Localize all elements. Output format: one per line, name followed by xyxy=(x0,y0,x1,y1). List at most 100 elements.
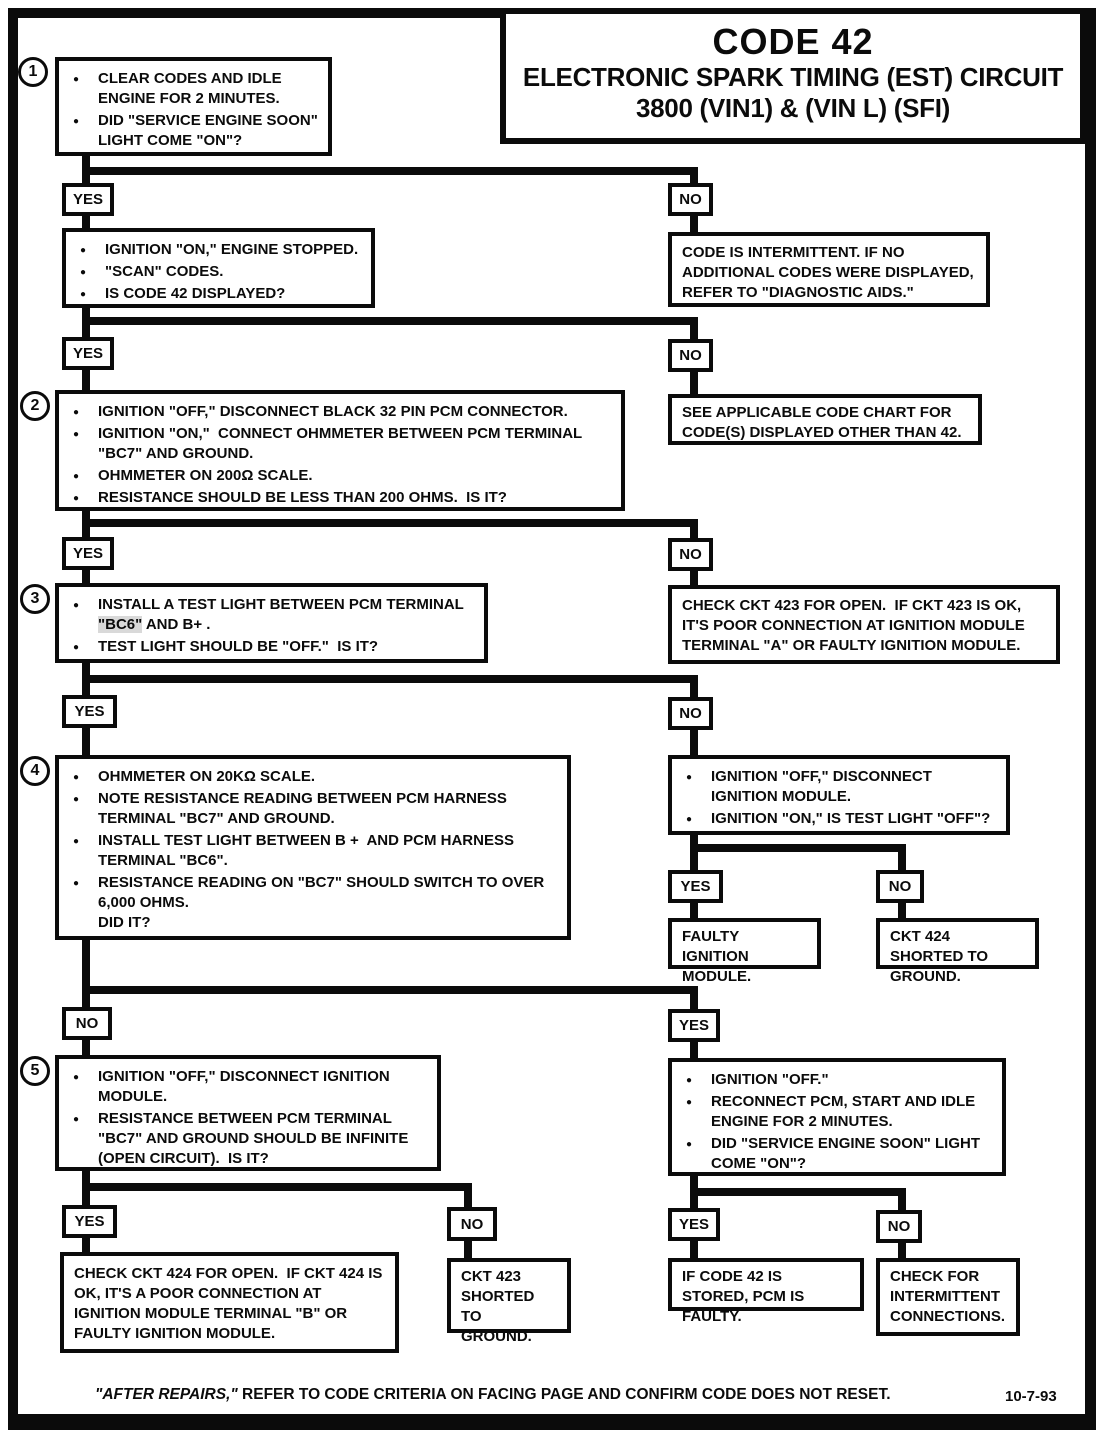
bullet-icon: ● xyxy=(73,1113,80,1125)
bullet-item: ●IGNITION "ON," IS TEST LIGHT "OFF"? xyxy=(686,809,991,827)
bullet-icon: ● xyxy=(80,266,87,278)
check-intermittent-box: CHECK FOR INTERMITTENT CONNECTIONS. xyxy=(876,1258,1020,1336)
bullet-item: ●IS CODE 42 DISPLAYED? xyxy=(80,284,286,302)
bullet-item: ●RESISTANCE READING ON "BC7" SHOULD SWIT… xyxy=(73,873,545,931)
reconnect-pcm-box: ●IGNITION "OFF." ●RECONNECT PCM, START A… xyxy=(668,1058,1006,1176)
bullet-icon: ● xyxy=(73,641,80,653)
decision-yes-7: YES xyxy=(668,1208,720,1241)
connector xyxy=(82,1038,90,1057)
page-subtitle-2: 3800 (VIN1) & (VIN L) (SFI) xyxy=(635,92,951,123)
bullet-item: ●IGNITION "OFF," DISCONNECT IGNITION MOD… xyxy=(686,768,937,805)
bullet-item: ●IGNITION "ON," ENGINE STOPPED. xyxy=(80,241,359,258)
connector xyxy=(898,1188,906,1212)
bullet-icon: ● xyxy=(73,835,80,847)
bullet-icon: ● xyxy=(73,428,80,440)
connector xyxy=(690,844,698,872)
step3-text: INSTALL A TEST LIGHT BETWEEN PCM TERMINA… xyxy=(98,596,468,613)
after-repairs-italic: "AFTER REPAIRS," xyxy=(95,1386,238,1403)
bullet-item: ●RESISTANCE BETWEEN PCM TERMINAL "BC7" A… xyxy=(73,1109,413,1167)
decision-no-4: NO xyxy=(668,697,713,730)
connector xyxy=(82,675,698,683)
connector xyxy=(82,938,90,1009)
connector xyxy=(82,214,90,230)
connector xyxy=(690,728,698,757)
check-ckt423-box: CHECK CKT 423 FOR OPEN. IF CKT 423 IS OK… xyxy=(668,585,1060,664)
after-repairs-text: REFER TO CODE CRITERIA ON FACING PAGE AN… xyxy=(237,1386,891,1403)
connector xyxy=(690,1040,698,1060)
bullet-item: ●OHMMETER ON 20KΩ SCALE. xyxy=(73,768,316,785)
bullet-icon: ● xyxy=(686,772,693,783)
bullet-icon: ● xyxy=(73,600,80,611)
connector xyxy=(690,519,698,540)
decision-no-3: NO xyxy=(668,538,713,571)
check-ckt424-box: CHECK CKT 424 FOR OPEN. IF CKT 424 IS OK… xyxy=(60,1252,399,1353)
bullet-item: ●NOTE RESISTANCE READING BETWEEN PCM HAR… xyxy=(73,789,512,827)
decision-yes-module: YES xyxy=(668,870,723,903)
connector xyxy=(690,901,698,920)
bullet-item: ●OHMMETER ON 200Ω SCALE. xyxy=(73,466,313,484)
connector xyxy=(690,317,698,341)
step-number-1: 1 xyxy=(18,57,48,87)
bullet-icon: ● xyxy=(73,492,80,504)
revision-date: 10-7-93 xyxy=(1005,1388,1057,1405)
connector xyxy=(690,1239,698,1260)
bullet-icon: ● xyxy=(686,1138,693,1150)
bullet-item: ●DID "SERVICE ENGINE SOON" LIGHT COME "O… xyxy=(73,111,322,149)
after-repairs-note: "AFTER REPAIRS," REFER TO CODE CRITERIA … xyxy=(95,1386,891,1404)
connector xyxy=(690,986,698,1011)
bullet-item: ●IGNITION "ON," CONNECT OHMMETER BETWEEN… xyxy=(73,424,587,462)
bullet-item: ●RESISTANCE SHOULD BE LESS THAN 200 OHMS… xyxy=(73,488,507,506)
bullet-icon: ● xyxy=(73,1072,80,1083)
bullet-icon: ● xyxy=(73,407,80,418)
bullet-item: ●TEST LIGHT SHOULD BE "OFF." IS IT? xyxy=(73,637,379,655)
step3-box: ● INSTALL A TEST LIGHT BETWEEN PCM TERMIN… xyxy=(55,583,488,663)
bullet-item: ●INSTALL TEST LIGHT BETWEEN B + AND PCM … xyxy=(73,831,519,869)
decision-yes-3: YES xyxy=(62,537,114,570)
connector xyxy=(898,901,906,920)
bullet-icon: ● xyxy=(73,74,80,85)
decision-yes-6: YES xyxy=(62,1205,117,1238)
see-code-chart-box: SEE APPLICABLE CODE CHART FOR CODE(S) DI… xyxy=(668,394,982,445)
code-intermittent-box: CODE IS INTERMITTENT. IF NO ADDITIONAL C… xyxy=(668,232,990,307)
connector xyxy=(690,833,698,852)
decision-no-7: NO xyxy=(876,1210,922,1243)
step1-box: ●CLEAR CODES AND IDLE ENGINE FOR 2 MINUT… xyxy=(55,57,332,156)
bullet-icon: ● xyxy=(80,245,87,256)
bullet-item: ●IGNITION "OFF," DISCONNECT BLACK 32 PIN… xyxy=(73,403,568,420)
decision-yes-4: YES xyxy=(62,695,117,728)
connector xyxy=(690,1188,906,1196)
step-number-2: 2 xyxy=(20,391,50,421)
ckt423-shorted-box: CKT 423 SHORTED TO GROUND. xyxy=(447,1258,571,1345)
connector xyxy=(898,844,906,872)
bullet-item: ●CLEAR CODES AND IDLE ENGINE FOR 2 MINUT… xyxy=(73,70,286,107)
connector xyxy=(898,1241,906,1260)
connector xyxy=(690,844,906,852)
connector xyxy=(82,368,90,392)
connector xyxy=(690,214,698,234)
connector xyxy=(690,569,698,587)
connector xyxy=(464,1183,472,1209)
decision-no-2: NO xyxy=(668,339,713,372)
connector xyxy=(82,1236,90,1254)
page-subtitle-1: ELECTRONIC SPARK TIMING (EST) CIRCUIT xyxy=(522,61,1064,92)
decision-no-module: NO xyxy=(876,870,924,903)
title-box: CODE 42 ELECTRONIC SPARK TIMING (EST) CI… xyxy=(500,8,1086,144)
step2-box: ●IGNITION "OFF," DISCONNECT BLACK 32 PIN… xyxy=(55,390,625,511)
connector xyxy=(82,726,90,757)
decision-no-1: NO xyxy=(668,183,713,216)
connector xyxy=(82,1183,472,1191)
bullet-icon: ● xyxy=(73,877,80,889)
decision-no-6: NO xyxy=(447,1207,497,1241)
bullet-item: ●"SCAN" CODES. xyxy=(80,262,224,280)
connector xyxy=(82,986,698,994)
bullet-item: ●IGNITION "OFF." xyxy=(686,1071,829,1088)
bullet-item: ●IGNITION "OFF," DISCONNECT IGNITION MOD… xyxy=(73,1068,394,1105)
pcm-faulty-box: IF CODE 42 IS STORED, PCM IS FAULTY. xyxy=(668,1258,864,1325)
bullet-icon: ● xyxy=(80,288,87,300)
connector xyxy=(690,167,698,185)
highlighted-terminal: "BC6" xyxy=(98,615,143,633)
bullet-item: ●DID "SERVICE ENGINE SOON" LIGHT COME "O… xyxy=(686,1134,985,1172)
bullet-icon: ● xyxy=(686,1096,693,1108)
step5-box: ●IGNITION "OFF," DISCONNECT IGNITION MOD… xyxy=(55,1055,441,1171)
